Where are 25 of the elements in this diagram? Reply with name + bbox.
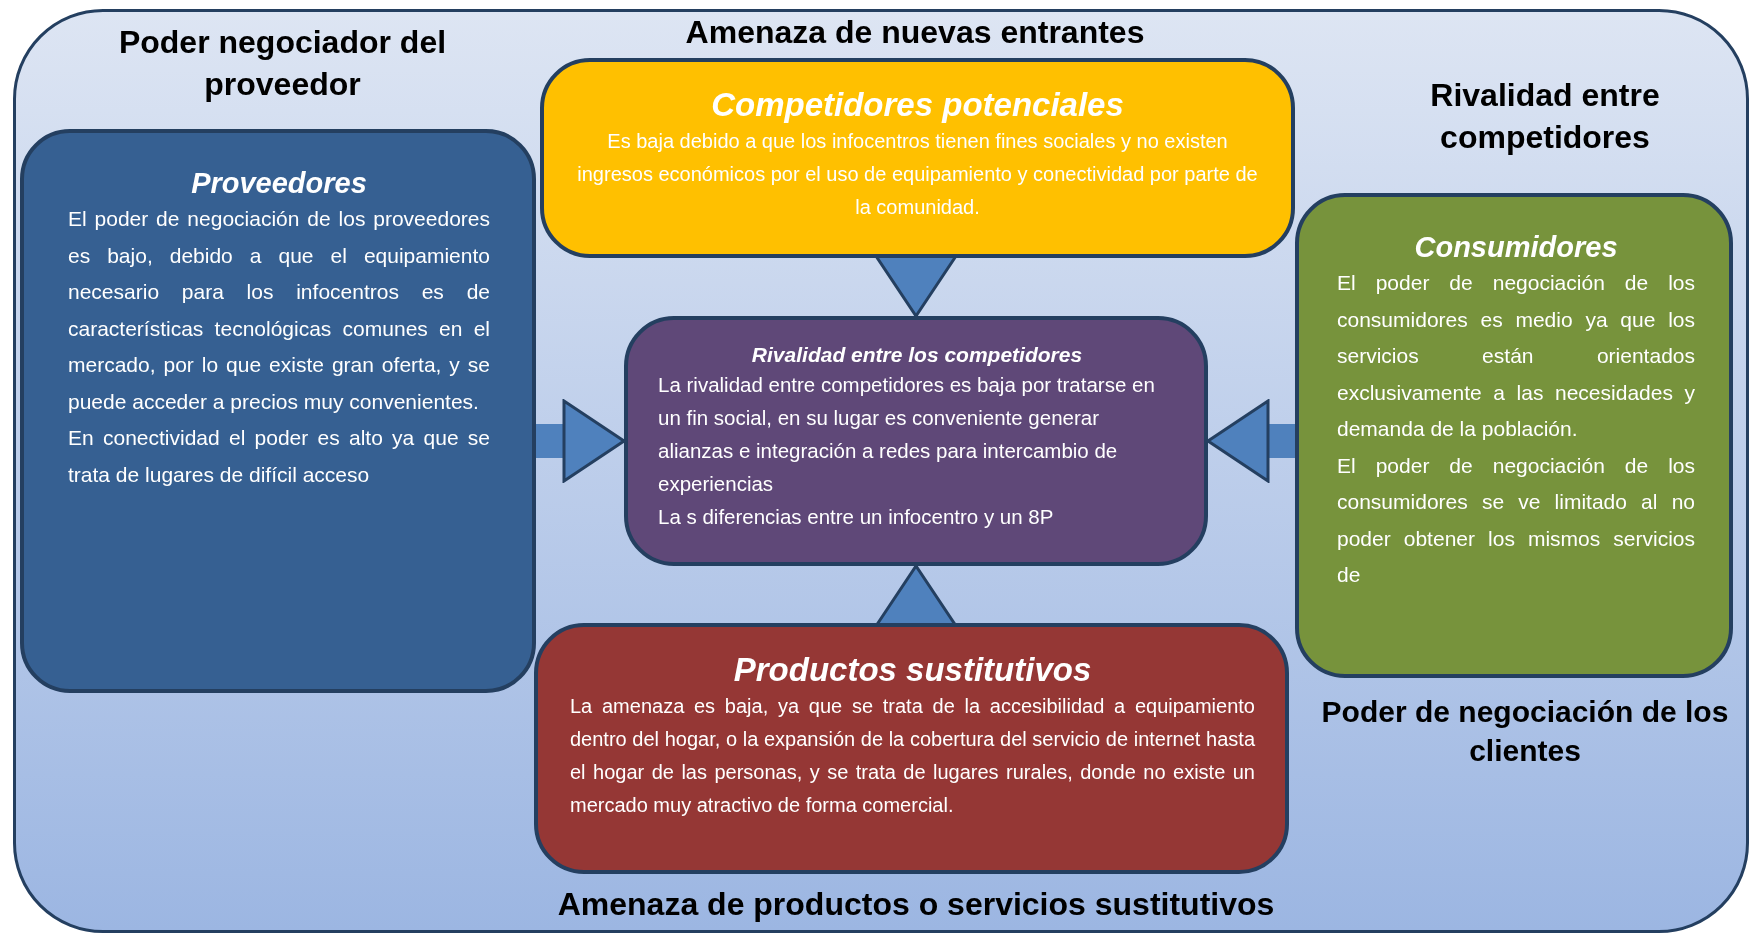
block-arrow [536, 399, 626, 483]
box-title: Competidores potenciales [711, 85, 1124, 125]
box-text: El poder de negociación de los consumidores es medio ya que los servicios están orientados exclusivamente a las necesidades y demanda de la población. [1337, 270, 1695, 443]
box-text: El poder de negociación de los consumidores se ve limitado al no poder obtener los mismos servicios de [1337, 452, 1695, 589]
force-heading: Amenaza de nuevas entrantes [684, 13, 1146, 52]
block-arrow [1206, 399, 1295, 483]
box-title: Rivalidad entre los competidores [751, 342, 1083, 368]
force-box [540, 58, 1295, 258]
box-text: La rivalidad entre competidores es baja por tratarse en un fin social, en su lugar es conveniente generar alianzas e integración a redes para intercambio de experiencias [658, 372, 1156, 498]
box-title: Consumidores [1414, 230, 1618, 265]
force-heading: Amenaza de productos o servicios sustitutivos [556, 885, 1276, 924]
force-box [1295, 193, 1733, 678]
force-box [20, 129, 536, 693]
box-text: Es baja debido a que los infocentros tienen fines sociales y no existen ingresos económicos por el uso de equipamiento y conectividad por parte de la comunidad. [576, 129, 1259, 221]
force-heading: Poder negociador del proveedor [117, 23, 448, 104]
box-title: Productos sustitutivos [733, 650, 1092, 690]
box-text: El poder de negociación de los proveedores es bajo, debido a que el equipamiento necesario para los infocentros es de características tecnológicas comunes en el mercado, por lo que existe gran oferta, y se puede acceder a precios muy convenientes. [68, 206, 490, 415]
box-text: En conectividad el poder es alto ya que se trata de lugares de difícil acceso [68, 425, 490, 488]
box-title: Proveedores [191, 166, 367, 201]
box-text: La amenaza es baja, ya que se trata de la accesibilidad a equipamiento dentro del hogar, o la expansión de la cobertura del servicio de internet hasta el hogar de las personas, y se trata de lugares rurales, donde no existe un mercado muy atractivo de forma comercial. [570, 694, 1255, 819]
box-text: La s diferencias entre un infocentro y un 8P [658, 504, 1055, 531]
force-box [534, 623, 1289, 874]
force-heading: Poder de negociación de los clientes [1320, 694, 1730, 769]
force-box [624, 316, 1208, 566]
force-heading: Rivalidad entre competidores [1429, 76, 1661, 157]
